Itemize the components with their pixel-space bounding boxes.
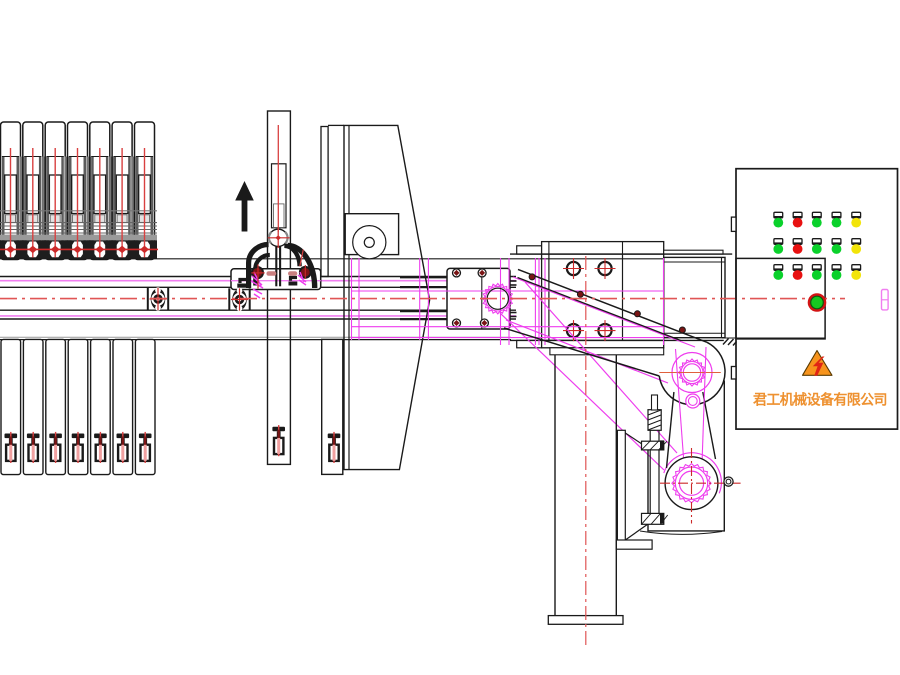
svg-text:君工机械设备有限公司: 君工机械设备有限公司 (752, 392, 888, 408)
